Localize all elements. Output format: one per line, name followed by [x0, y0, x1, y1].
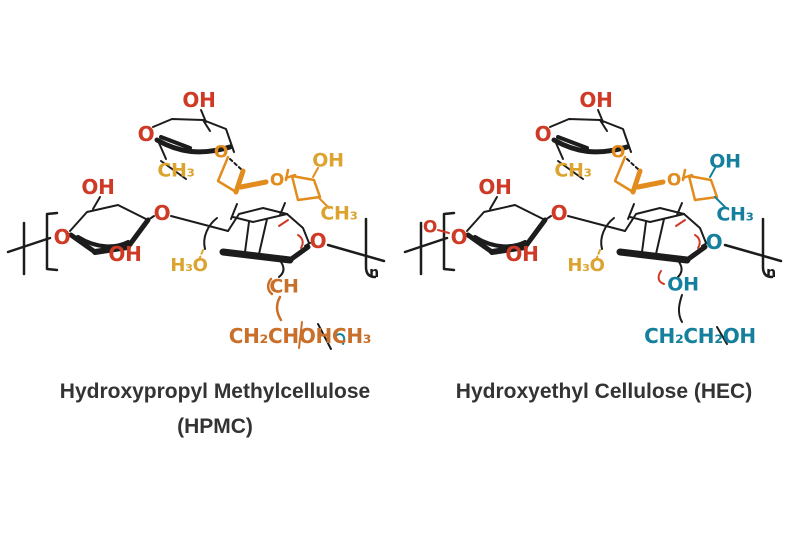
atom-label-ring1-oh-bottom: OH — [108, 242, 142, 266]
atom-label-side-chain: CH₂CH₂OH — [644, 324, 756, 348]
atom-label-side-ch3: CH₃ — [320, 202, 358, 225]
atom-label-link-o-right: O — [309, 229, 327, 253]
atom-label-ch: CH — [269, 275, 299, 298]
hec-bond-skeleton — [397, 0, 797, 345]
atom-label-side-oh: OH — [709, 150, 741, 173]
atom-label-top-oh: OH — [182, 88, 216, 112]
atom-label-pyranose-o: O — [610, 142, 626, 163]
molecule-caption: Hydroxyethyl Cellulose (HEC) — [404, 374, 800, 409]
atom-label-ring1-o: O — [53, 225, 71, 249]
atom-label-pyranose-o: O — [213, 142, 229, 163]
atom-label-top-ring-o-left: O — [137, 122, 155, 146]
atom-label-top-ch3: CH₃ — [554, 159, 592, 182]
caption-line-1: Hydroxyethyl Cellulose (HEC) — [455, 380, 753, 403]
atom-label-mid-oh: OH — [667, 273, 699, 296]
hpmc-bond-skeleton — [0, 0, 400, 350]
atom-label-repeat-n: n — [766, 265, 776, 281]
caption-line-2: (HPMC) — [177, 415, 253, 438]
atom-label-glycosidic-o: O — [550, 201, 568, 225]
atom-label-far-left-o: O — [422, 217, 438, 238]
atom-label-link-o-right: O — [705, 230, 723, 254]
atom-label-ring1-oh-top: OH — [478, 175, 512, 199]
atom-label-top-ch3: CH₃ — [157, 159, 195, 182]
atom-label-side-chain: CH₂CHOHCH₃ — [228, 324, 372, 348]
atom-label-ether-o: O — [666, 170, 682, 191]
atom-label-side-oh: OH — [312, 149, 344, 172]
atom-label-methoxy: H₃O — [170, 255, 208, 276]
molecule-caption: Hydroxypropyl Methylcellulose (HPMC) — [15, 374, 415, 444]
caption-line-1: Hydroxypropyl Methylcellulose — [59, 380, 371, 403]
hec-hydroxyethyl-bonds — [437, 229, 728, 345]
hpmc-hydroxypropyl-bonds — [266, 261, 346, 350]
atom-label-ring1-oh-top: OH — [81, 175, 115, 199]
atom-label-top-oh: OH — [579, 88, 613, 112]
atom-label-ether-o: O — [269, 170, 285, 191]
atom-label-ring1-oh-bottom: OH — [505, 242, 539, 266]
atom-label-ring1-o: O — [450, 225, 468, 249]
atom-label-methoxy: H₃O — [567, 255, 605, 276]
atom-label-glycosidic-o: O — [153, 201, 171, 225]
atom-label-top-ring-o-left: O — [534, 122, 552, 146]
atom-label-side-ch3: CH₃ — [716, 203, 754, 226]
atom-label-repeat-n: n — [369, 265, 379, 281]
